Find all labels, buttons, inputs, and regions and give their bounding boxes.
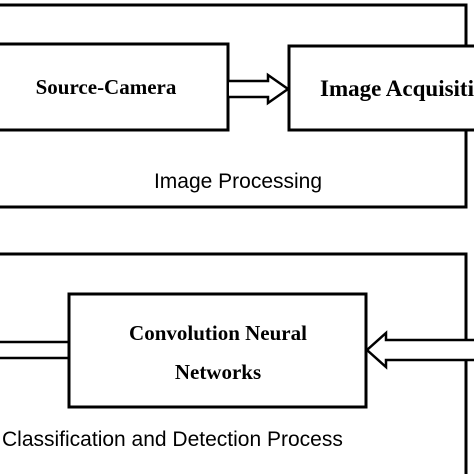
image-acquisition-frame [287,44,474,132]
image-processing-section: Source-Camera Image Acquisition Image Pr… [0,3,474,209]
classification-frame [0,252,468,474]
classification-label: Classification and Detection Process [2,428,343,451]
arrow-out-left-icon [0,340,70,360]
cnn-label-line2: Networks [175,360,261,384]
image-processing-label: Image Processing [154,170,322,193]
arrow-left-icon [365,330,474,370]
classification-section: Convolution Neural Networks Classificati… [0,252,474,474]
source-camera-frame [0,42,230,132]
cnn-box: Convolution Neural Networks [67,292,368,409]
arrow-right-icon [229,72,291,106]
source-camera-label: Source-Camera [36,75,177,99]
image-acquisition-label: Image Acquisition [320,76,474,101]
image-acquisition-box: Image Acquisition [287,44,474,132]
source-camera-box: Source-Camera [0,42,230,132]
cnn-label-line1: Convolution Neural [129,321,307,345]
cnn-frame [67,292,368,409]
